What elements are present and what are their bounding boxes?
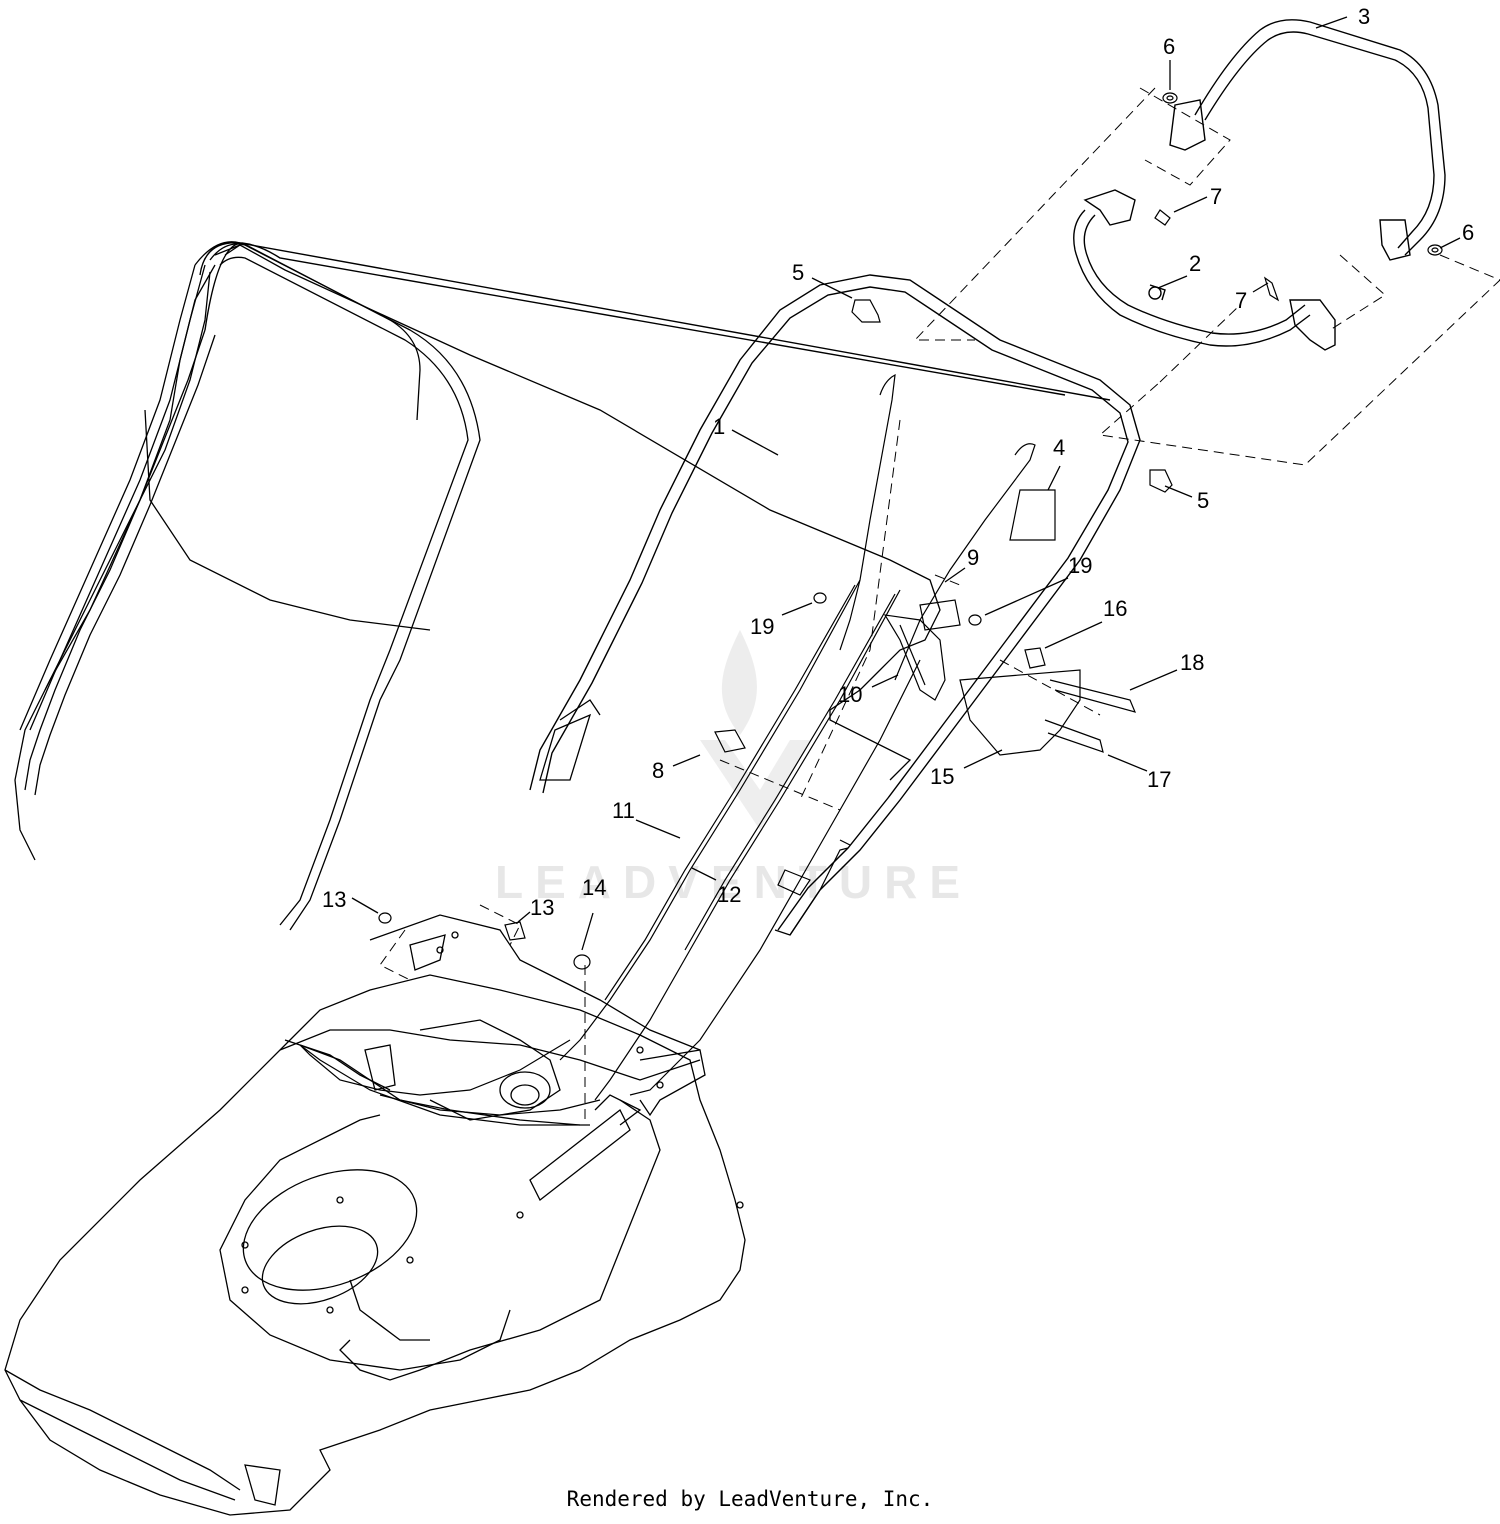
callout-3: 3 [1358,4,1370,29]
handle-assembly [194,241,421,421]
callout-13b: 13 [530,895,554,920]
callout-5a: 5 [792,260,804,285]
callout-17: 17 [1147,767,1171,792]
callout-6a: 6 [1163,34,1175,59]
callout-19b: 19 [1068,553,1092,578]
upper-handle-3 [1169,19,1446,261]
callout-13a: 13 [322,887,346,912]
callout-6b: 6 [1462,220,1474,245]
callout-7a: 7 [1210,184,1222,209]
callout-8: 8 [652,758,664,783]
leader-lines [351,16,1461,951]
callouts: 1 2 3 4 5 5 6 6 7 7 8 9 10 11 12 13 13 1… [322,4,1474,920]
handle-1-outline [204,242,1066,396]
upper-handle-2 [1073,189,1336,351]
callout-19a: 19 [750,614,774,639]
watermark-text: LEADVENTURE [495,856,972,908]
handle-rails [24,329,216,796]
handle-frame [199,242,1111,401]
callout-9: 9 [967,545,979,570]
callout-10: 10 [838,682,862,707]
hardware [378,92,1443,970]
callout-16: 16 [1103,596,1127,621]
callout-2: 2 [1189,251,1201,276]
callout-7b: 7 [1235,288,1247,313]
callout-5b: 5 [1197,488,1209,513]
callout-15: 15 [930,764,954,789]
callout-12: 12 [717,882,741,907]
callout-18: 18 [1180,650,1204,675]
cables [299,373,1036,1126]
assembly-lines [379,87,1500,1120]
callout-11: 11 [612,798,635,823]
handle-tubes [19,243,481,931]
handle-1 [529,274,1141,936]
callout-1: 1 [713,414,725,439]
lower-handle [14,244,941,861]
callout-14: 14 [582,875,606,900]
mower-deck [4,914,746,1516]
callout-4: 4 [1053,435,1065,460]
rendered-by-footer: Rendered by LeadVenture, Inc. [566,1487,934,1511]
watermark-logo [700,630,810,830]
